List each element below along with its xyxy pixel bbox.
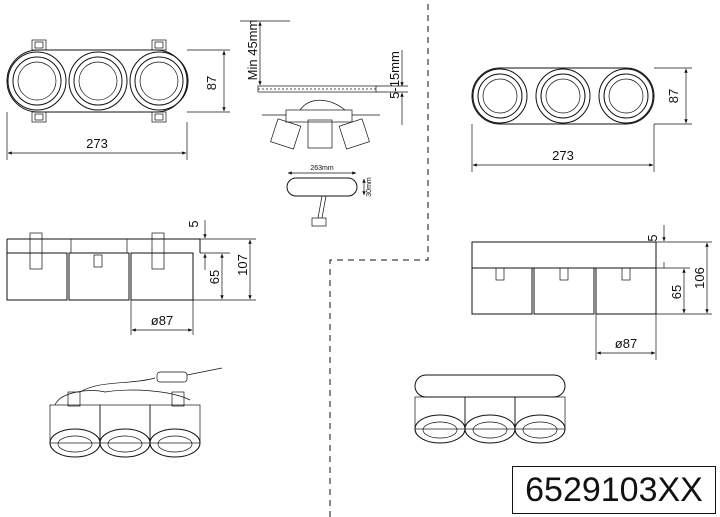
- recessed-diameter: ø87: [151, 313, 173, 328]
- recessed-top-height: 87: [204, 76, 219, 90]
- surface-top-width: 273: [552, 148, 574, 163]
- surface-top-view: 87 273: [471, 67, 692, 172]
- install-ceiling: 5-15mm: [387, 51, 402, 99]
- recessed-flange: 5: [186, 220, 201, 227]
- driver-diagram: 263mm 30mm: [286, 165, 373, 227]
- recessed-side-view: 5 65 107 ø87: [6, 220, 256, 335]
- recessed-body: 65: [207, 270, 222, 284]
- section-divider: [329, 4, 429, 517]
- surface-side-view: 5 65 106 ø87: [471, 225, 712, 360]
- product-code: 6529103XX: [525, 470, 703, 509]
- driver-length: 263mm: [310, 165, 334, 172]
- driver-height: 30mm: [366, 177, 373, 197]
- install-diagram: Min 45mm 5-15mm: [240, 20, 408, 150]
- recessed-top-width: 273: [86, 136, 108, 151]
- product-code-box: 6529103XX: [512, 466, 716, 514]
- surface-total: 106: [692, 267, 707, 289]
- surface-diameter: ø87: [615, 336, 637, 351]
- install-depth: Min 45mm: [245, 20, 260, 81]
- recessed-total: 107: [235, 254, 250, 276]
- surface-perspective: [414, 374, 566, 444]
- surface-top-height: 87: [666, 89, 681, 103]
- recessed-top-view: 87 273: [6, 39, 230, 160]
- recessed-perspective: [49, 367, 223, 458]
- surface-body: 65: [669, 285, 684, 299]
- surface-flange: 5: [645, 234, 660, 241]
